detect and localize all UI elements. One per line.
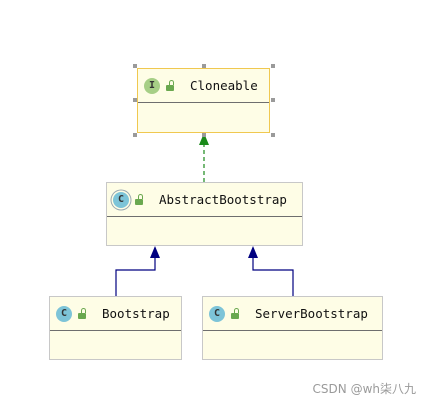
class-header: C ServerBootstrap <box>203 297 382 331</box>
interface-badge-icon: I <box>144 77 160 94</box>
selection-handle[interactable] <box>202 133 206 137</box>
extends-arrowhead-serverbootstrap <box>248 246 258 258</box>
watermark: CSDN @wh柒八九 <box>312 382 416 396</box>
selection-handle[interactable] <box>271 98 275 102</box>
selection-handle[interactable] <box>271 133 275 137</box>
class-box-abstract-bootstrap[interactable]: C AbstractBootstrap <box>106 182 303 246</box>
public-lock-icon <box>78 307 88 320</box>
selection-handle[interactable] <box>271 64 275 68</box>
extends-arrowhead-bootstrap <box>150 246 160 258</box>
class-box-bootstrap[interactable]: C Bootstrap <box>49 296 182 360</box>
public-lock-icon <box>166 79 176 92</box>
selection-handle[interactable] <box>133 133 137 137</box>
selection-handle[interactable] <box>133 64 137 68</box>
class-header: I Cloneable <box>138 69 269 103</box>
class-name: Cloneable <box>190 78 258 93</box>
extends-line-serverbootstrap <box>252 257 294 296</box>
class-header: C AbstractBootstrap <box>107 183 302 217</box>
selection-handle[interactable] <box>133 98 137 102</box>
class-box-cloneable[interactable]: I Cloneable <box>137 68 270 133</box>
abstract-class-badge-icon: C <box>113 191 129 208</box>
class-name: ServerBootstrap <box>255 306 368 321</box>
extends-line-bootstrap <box>115 257 156 296</box>
public-lock-icon <box>135 193 145 206</box>
class-name: AbstractBootstrap <box>159 192 287 207</box>
implements-arrowhead <box>199 133 209 145</box>
public-lock-icon <box>231 307 241 320</box>
class-badge-icon: C <box>56 305 72 322</box>
selection-handle[interactable] <box>202 64 206 68</box>
class-box-server-bootstrap[interactable]: C ServerBootstrap <box>202 296 383 360</box>
class-name: Bootstrap <box>102 306 170 321</box>
class-header: C Bootstrap <box>50 297 181 331</box>
class-badge-icon: C <box>209 305 225 322</box>
